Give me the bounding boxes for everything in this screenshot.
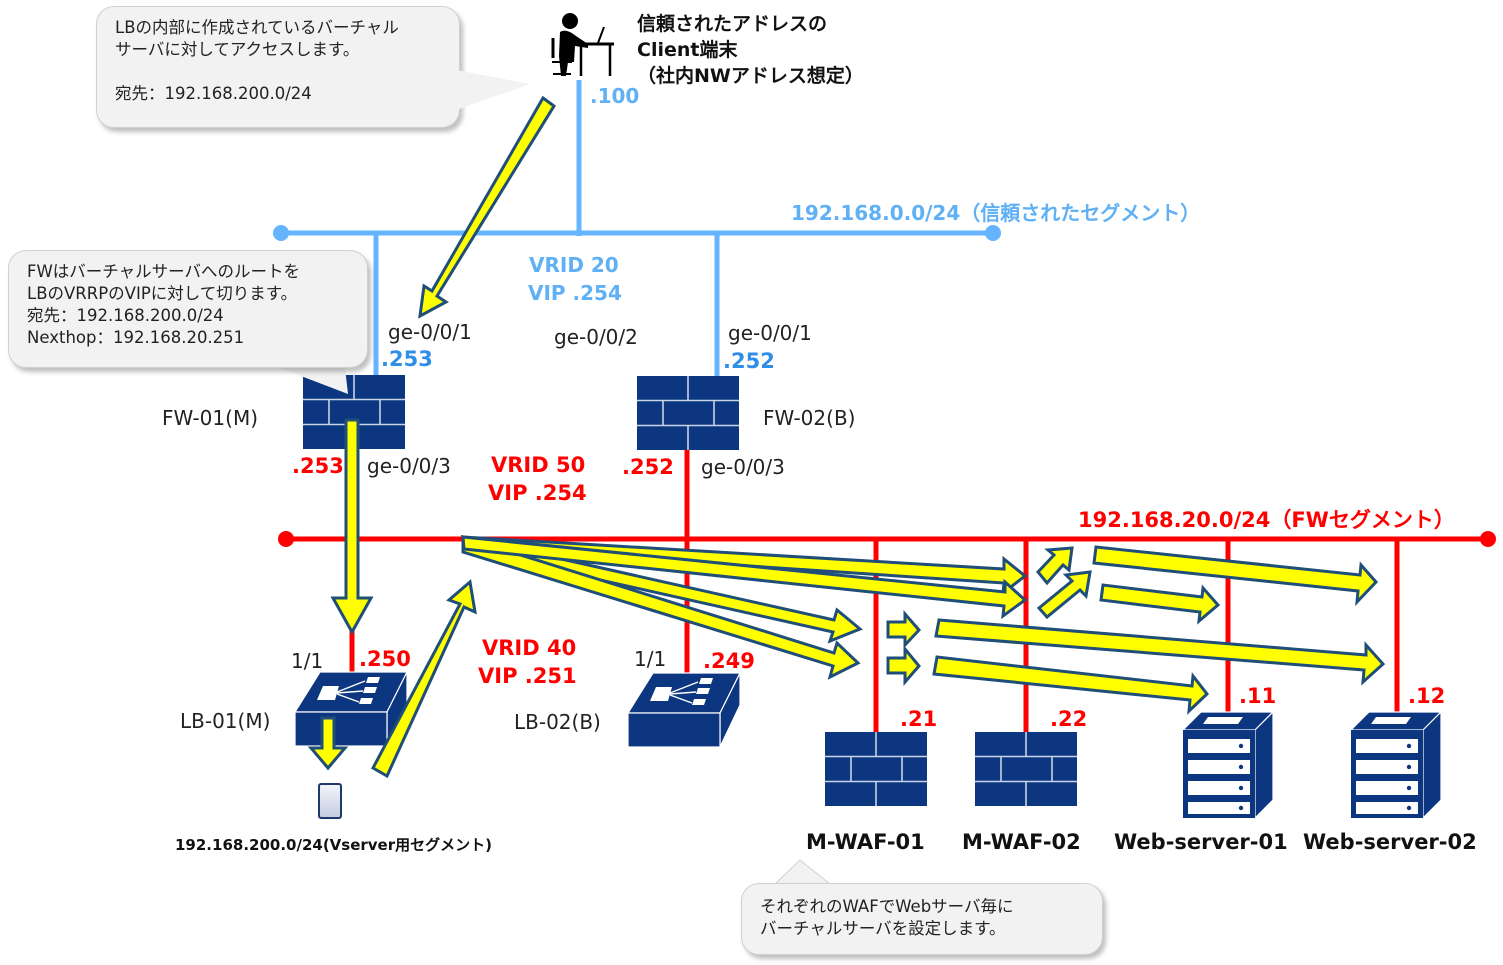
trusted-segment-endpoint-left — [273, 225, 289, 241]
fw-sync-interface: ge-0/0/2 — [554, 325, 638, 349]
arrow-fw01-to-lb01 — [330, 418, 374, 636]
fw01-lower-interface: ge-0/0/3 — [367, 454, 451, 478]
fw02-upper-interface: ge-0/0/1 — [728, 321, 812, 345]
lb01-name: LB-01(M) — [180, 709, 271, 733]
lb01-ip: .250 — [359, 647, 411, 671]
callout-line — [115, 61, 441, 83]
arrow-lb01-to-vserver — [307, 716, 349, 771]
lb02-port: 1/1 — [634, 647, 667, 671]
arrow-waf02-to-web01 — [1099, 583, 1221, 625]
arrow-waf02-out-bottom — [1036, 570, 1092, 620]
trusted-segment-endpoint-right — [985, 225, 1001, 241]
callout-fw-route: FWはバーチャルサーバへのルートを LBのVRRPのVIPに対して切ります。 宛… — [8, 250, 368, 368]
callout-line: それぞれのWAFでWebサーバ毎に — [760, 897, 1014, 916]
fw02-lower-interface: ge-0/0/3 — [701, 455, 785, 479]
lb02-load-balancer-icon — [627, 672, 741, 748]
web02-name: Web-server-02 — [1303, 830, 1477, 854]
lb02-ip: .249 — [703, 649, 755, 673]
fw02-upper-ip: .252 — [723, 349, 775, 373]
arrow-waf01-to-web01 — [932, 655, 1210, 715]
waf02-ip: .22 — [1050, 707, 1088, 731]
waf01-ip: .21 — [900, 707, 938, 731]
web01-ip: .11 — [1239, 684, 1277, 708]
arrow-waf02-to-web02 — [1092, 545, 1379, 607]
callout-line: LBのVRRPのVIPに対して切ります。 — [27, 284, 298, 303]
callout-waf-vserver: それぞれのWAFでWebサーバ毎に バーチャルサーバを設定します。 — [741, 883, 1103, 955]
arrow-waf01-out-top — [886, 610, 922, 649]
arrow-waf01-out-bottom — [886, 644, 921, 686]
waf02-name: M-WAF-02 — [962, 830, 1081, 854]
arrow-waf01-to-web02 — [934, 618, 1386, 686]
vserver-segment-label: 192.168.200.0/24(Vserver用セグメント) — [175, 836, 492, 854]
client-title-line: （社内NWアドレス想定） — [637, 65, 864, 87]
arrow-waf02-out-top — [1036, 546, 1074, 586]
waf01-name: M-WAF-01 — [806, 830, 925, 854]
callout-client-access: LBの内部に作成されているバーチャル サーバに対してアクセスします。 宛先：19… — [96, 6, 460, 128]
fw-segment-endpoint-left — [278, 531, 294, 547]
callout-line: 宛先：192.168.200.0/24 — [115, 84, 312, 103]
waf02-firewall-icon — [974, 731, 1078, 807]
trusted-vip: VIP .254 — [528, 281, 622, 305]
web01-name: Web-server-01 — [1114, 830, 1288, 854]
client-title: 信頼されたアドレスの Client端末 （社内NWアドレス想定） — [637, 11, 864, 89]
fw02-firewall-icon — [636, 375, 740, 451]
web02-server-icon — [1350, 711, 1442, 819]
callout-line: 宛先：192.168.200.0/24 — [27, 306, 224, 325]
client-ip: .100 — [590, 84, 640, 108]
client-title-line: 信頼されたアドレスの — [637, 13, 828, 35]
client-title-line: Client端末 — [637, 39, 738, 61]
fw01-upper-ip: .253 — [381, 347, 433, 371]
fw-vrid: VRID 50 — [491, 453, 586, 477]
fw-segment-label: 192.168.20.0/24（FWセグメント） — [1078, 508, 1455, 532]
fw01-name: FW-01(M) — [162, 406, 258, 430]
callout-line: FWはバーチャルサーバへのルートを — [27, 262, 300, 281]
fw-vip: VIP .254 — [488, 481, 587, 505]
fw01-upper-interface: ge-0/0/1 — [388, 320, 472, 344]
fw01-lower-ip: .253 — [292, 454, 344, 478]
web02-ip: .12 — [1408, 684, 1446, 708]
lb-vip: VIP .251 — [478, 664, 577, 688]
lb01-port: 1/1 — [291, 649, 324, 673]
trusted-vrid: VRID 20 — [529, 253, 619, 277]
callout-line: LBの内部に作成されているバーチャル — [115, 18, 399, 37]
fw-segment-endpoint-right — [1480, 531, 1496, 547]
callout-line: バーチャルサーバを設定します。 — [760, 919, 1006, 938]
web01-server-icon — [1182, 711, 1274, 819]
fw02-lower-ip: .252 — [622, 455, 674, 479]
lb02-name: LB-02(B) — [514, 710, 601, 734]
virtual-server-icon — [318, 783, 342, 819]
person-at-desk-icon — [551, 13, 614, 77]
lb-vrid: VRID 40 — [482, 636, 577, 660]
waf01-firewall-icon — [824, 731, 928, 807]
trusted-segment-label: 192.168.0.0/24（信頼されたセグメント） — [791, 201, 1201, 225]
arrow-client-to-fw01 — [418, 95, 557, 319]
arrow-to-waf02-bottom — [461, 535, 1028, 620]
fw02-name: FW-02(B) — [763, 406, 856, 430]
arrow-lb01-to-fw-segment — [370, 579, 477, 779]
arrow-to-waf01-bottom — [461, 534, 861, 680]
callout-line: サーバに対してアクセスします。 — [115, 40, 360, 59]
callout-line: Nexthop：192.168.20.251 — [27, 328, 245, 347]
